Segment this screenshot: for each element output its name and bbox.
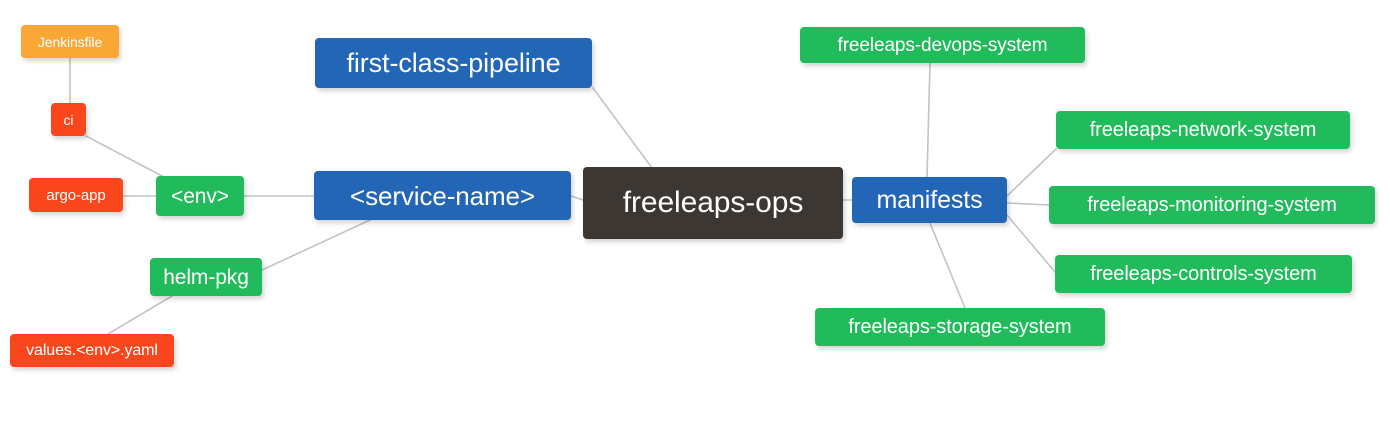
node-freeleaps-network-system[interactable]: freeleaps-network-system: [1056, 111, 1350, 149]
node-service-name[interactable]: <service-name>: [314, 171, 571, 220]
edge-manifests-to-freeleaps-storage-system: [929, 222, 966, 309]
node-freeleaps-monitoring-system[interactable]: freeleaps-monitoring-system: [1049, 186, 1375, 224]
node-env[interactable]: <env>: [156, 176, 244, 216]
edge-manifests-to-freeleaps-devops-system: [926, 62, 931, 178]
node-freeleaps-ops[interactable]: freeleaps-ops: [583, 167, 843, 239]
node-label-freeleaps-devops-system: freeleaps-devops-system: [837, 34, 1048, 56]
node-argo-app[interactable]: argo-app: [29, 178, 123, 212]
node-label-ci: ci: [63, 111, 74, 128]
edge-service-name-to-freeleaps-ops: [570, 195, 584, 201]
node-label-values-yaml: values.<env>.yaml: [26, 341, 158, 359]
node-label-freeleaps-monitoring-system: freeleaps-monitoring-system: [1087, 194, 1337, 216]
edge-helm-pkg-to-values-yaml: [107, 295, 173, 335]
node-label-env: <env>: [171, 184, 229, 208]
node-first-class-pipeline[interactable]: first-class-pipeline: [315, 38, 592, 88]
node-manifests[interactable]: manifests: [852, 177, 1007, 223]
node-label-jenkinsfile: Jenkinsfile: [37, 33, 103, 50]
node-freeleaps-controls-system[interactable]: freeleaps-controls-system: [1055, 255, 1352, 293]
node-freeleaps-devops-system[interactable]: freeleaps-devops-system: [800, 27, 1085, 63]
node-label-service-name: <service-name>: [349, 180, 536, 211]
node-label-freeleaps-network-system: freeleaps-network-system: [1089, 119, 1317, 141]
edge-manifests-to-freeleaps-controls-system: [1006, 214, 1056, 273]
node-jenkinsfile[interactable]: Jenkinsfile: [21, 25, 119, 58]
node-label-freeleaps-controls-system: freeleaps-controls-system: [1090, 263, 1317, 285]
node-label-freeleaps-ops: freeleaps-ops: [622, 186, 804, 219]
node-label-freeleaps-storage-system: freeleaps-storage-system: [848, 316, 1072, 338]
node-label-helm-pkg: helm-pkg: [163, 265, 249, 289]
edge-service-name-to-helm-pkg: [261, 219, 371, 271]
node-label-argo-app: argo-app: [46, 186, 106, 204]
node-helm-pkg[interactable]: helm-pkg: [150, 258, 262, 296]
edge-first-class-pipeline-to-freeleaps-ops: [592, 87, 656, 173]
node-ci[interactable]: ci: [51, 103, 86, 136]
node-label-manifests: manifests: [876, 185, 983, 214]
node-freeleaps-storage-system[interactable]: freeleaps-storage-system: [815, 308, 1105, 346]
edge-manifests-to-freeleaps-monitoring-system: [1006, 202, 1050, 206]
node-label-first-class-pipeline: first-class-pipeline: [346, 47, 561, 78]
node-values-yaml[interactable]: values.<env>.yaml: [10, 334, 174, 367]
